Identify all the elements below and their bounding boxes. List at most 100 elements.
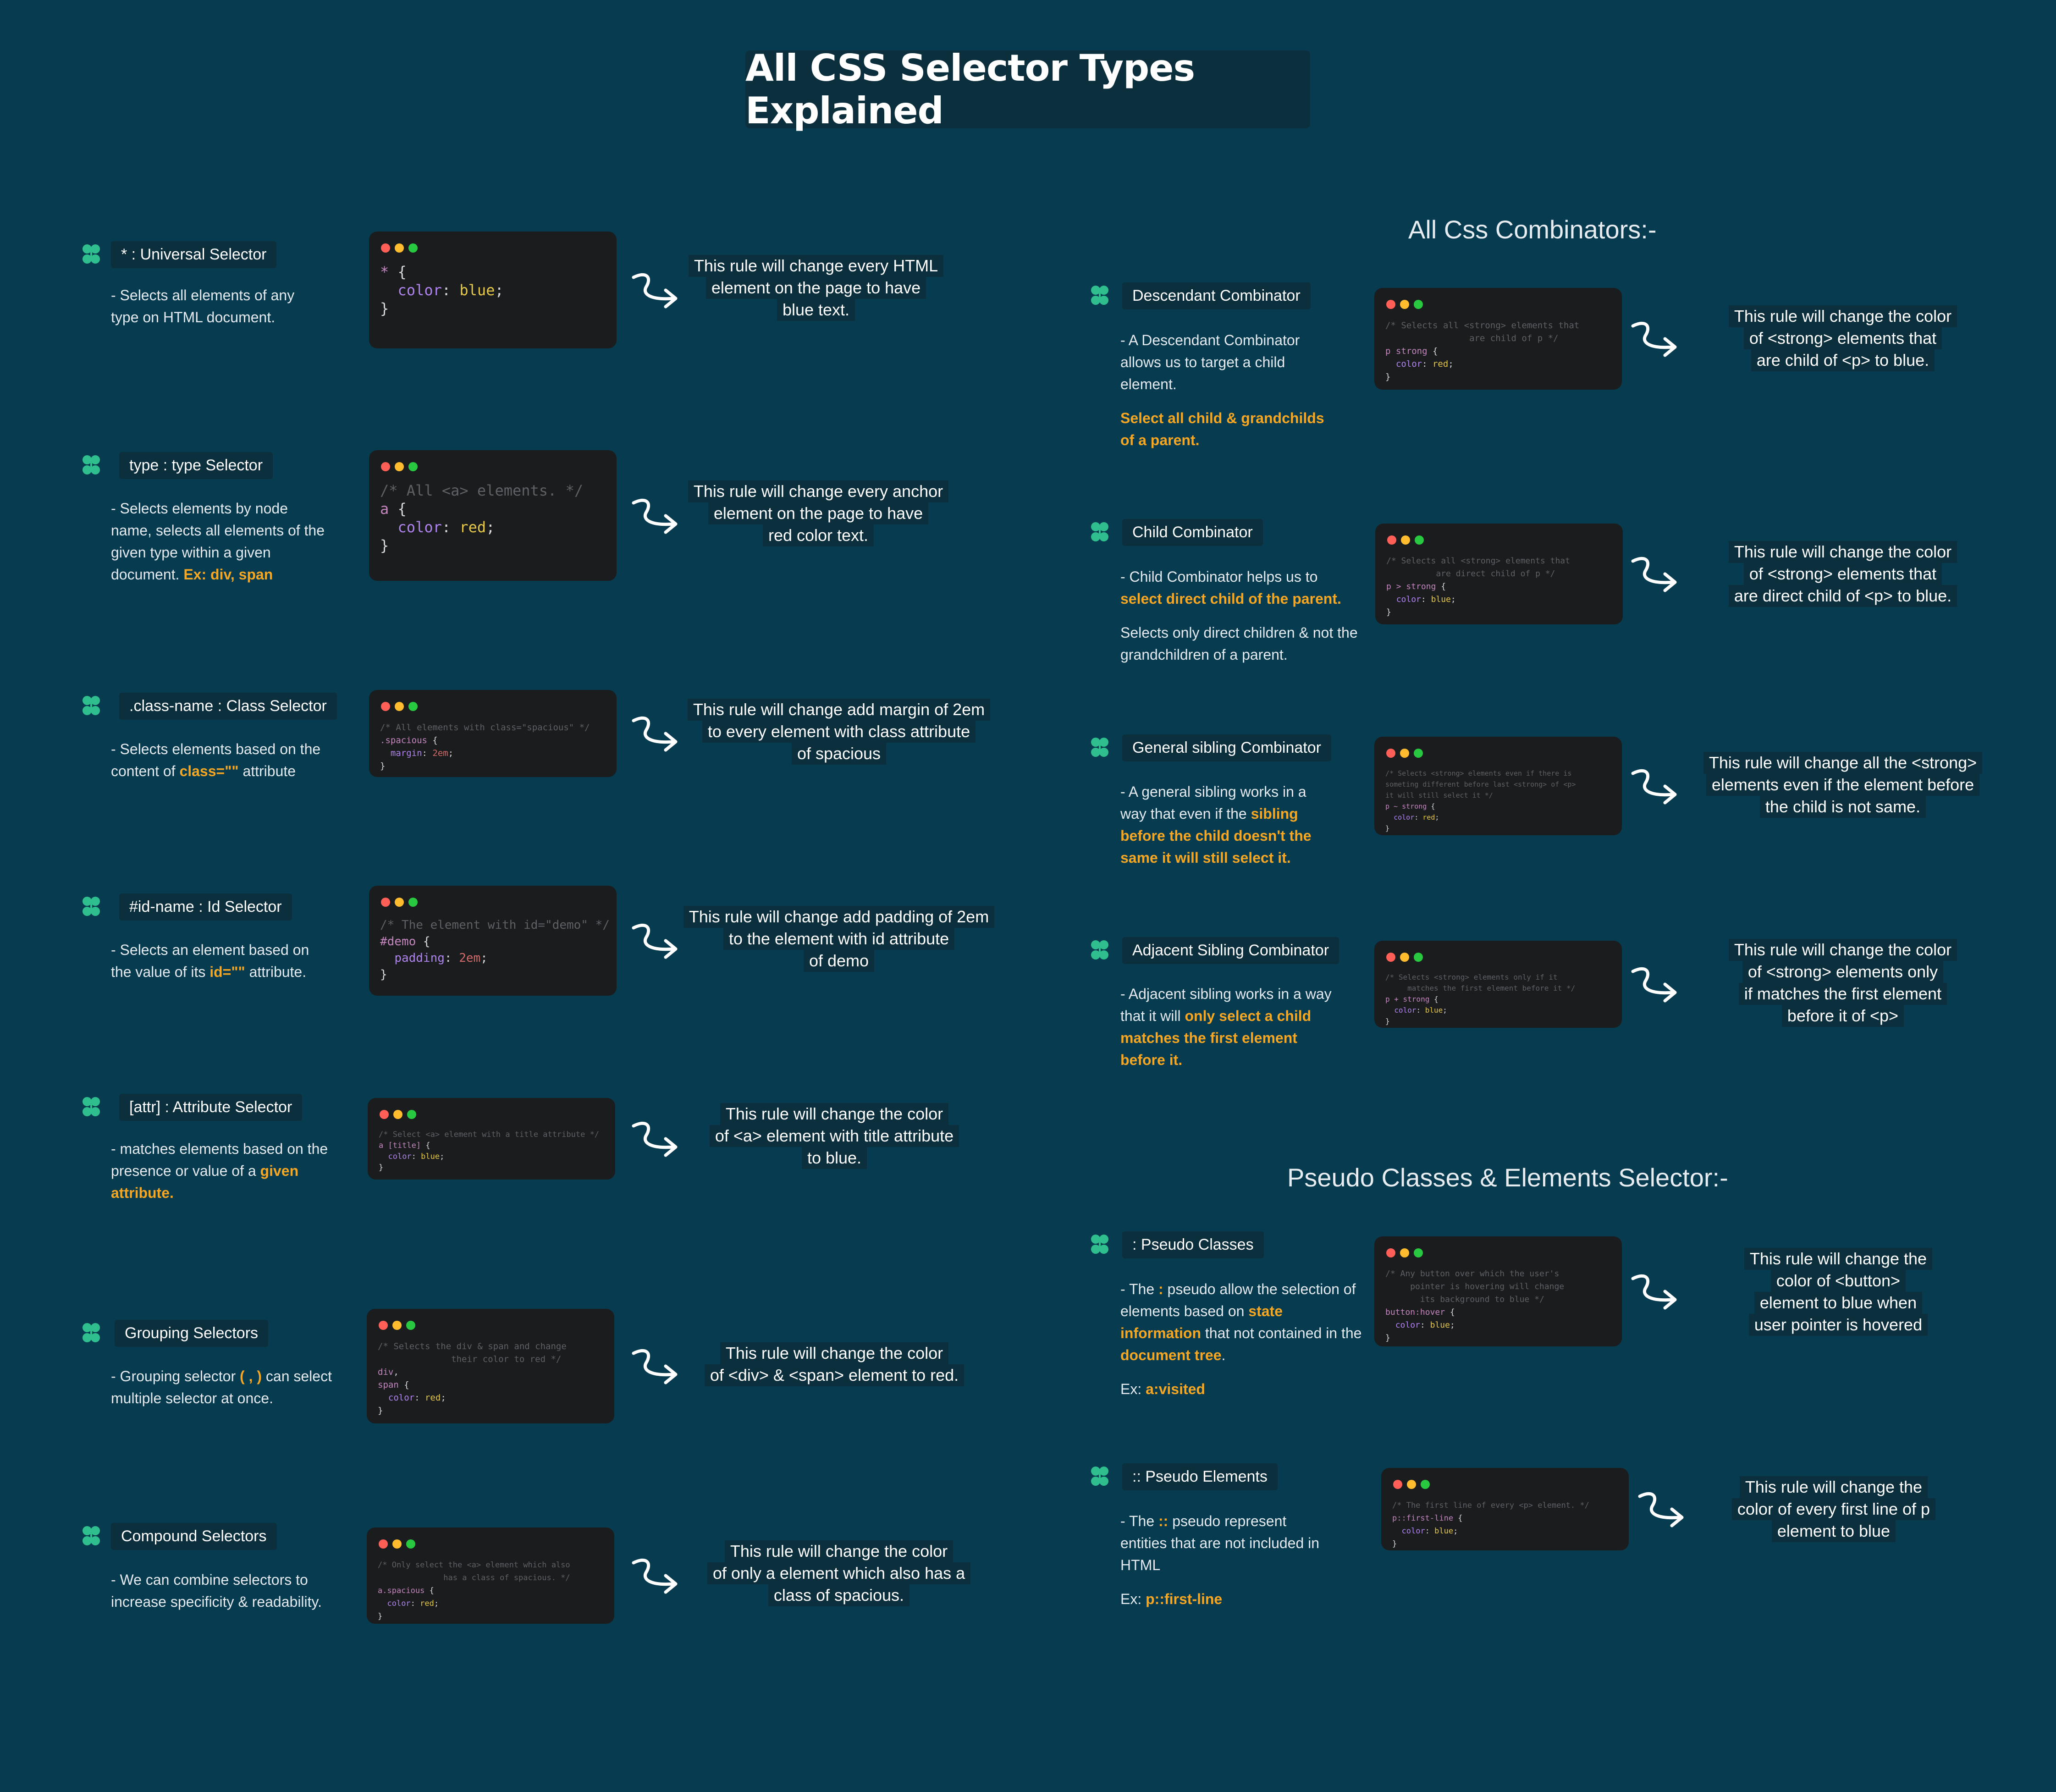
code-snippet-window: /* All <a> elements. */ a { color: red; …	[369, 450, 617, 581]
curved-arrow-icon	[1627, 1268, 1682, 1314]
traffic-light-dots-icon	[381, 898, 418, 907]
curved-arrow-icon	[628, 1116, 683, 1162]
code-text: /* Only select the <a> element which als…	[378, 1559, 570, 1623]
result-line: red color text.	[762, 524, 874, 546]
result-line: element on the page to have	[708, 502, 929, 524]
selector-description: - The : pseudo allow the selection of el…	[1120, 1278, 1363, 1412]
code-line: /* All <a> elements. */	[380, 482, 584, 499]
highlight-text: only select a child matches the first el…	[1120, 1008, 1312, 1068]
curved-arrow-icon	[1627, 763, 1682, 809]
code-line: color: blue;	[1394, 1006, 1447, 1015]
code-line: /* The element with id="demo" */	[380, 918, 610, 932]
result-line: of <strong> elements that	[1743, 563, 1942, 585]
code-snippet-window: /* The element with id="demo" */ #demo {…	[369, 886, 617, 996]
code-text: /* Selects all <strong> elements that ar…	[1386, 555, 1570, 619]
code-line: }	[378, 1612, 383, 1621]
result-line: This rule will change add padding of 2em	[683, 906, 995, 928]
highlight-text: ( , )	[240, 1368, 262, 1384]
minimize-dot-icon	[1400, 300, 1409, 309]
minimize-dot-icon	[1400, 1248, 1409, 1257]
minimize-dot-icon	[393, 1110, 402, 1119]
selector-description: - matches elements based on the presence…	[111, 1138, 336, 1216]
description-text: that not contained in the	[1201, 1325, 1362, 1341]
code-line: }	[1392, 1539, 1397, 1549]
traffic-light-dots-icon	[381, 243, 418, 253]
code-line: /* Selects <strong> elements only if it	[1385, 973, 1558, 981]
close-dot-icon	[379, 1321, 388, 1330]
code-line: color: blue;	[1395, 1320, 1455, 1330]
traffic-light-dots-icon	[1386, 1248, 1423, 1257]
minimize-dot-icon	[1401, 535, 1410, 545]
code-snippet-window: /* The first line of every <p> element. …	[1381, 1468, 1629, 1550]
code-text: /* Select <a> element with a title attri…	[379, 1129, 599, 1173]
code-line: a {	[380, 500, 407, 518]
description-text: - Selects elements by node name, selects…	[111, 500, 325, 583]
selector-label: Child Combinator	[1122, 519, 1263, 546]
highlight-text: Select all child & grandchilds of a pare…	[1120, 410, 1324, 448]
result-line: the child is not same.	[1759, 796, 1926, 818]
close-dot-icon	[1386, 300, 1395, 309]
selector-description: - A Descendant Combinator allows us to t…	[1120, 329, 1340, 463]
maximize-dot-icon	[408, 243, 418, 253]
code-snippet-window: /* Selects all <strong> elements that ar…	[1374, 288, 1622, 390]
result-line: This rule will change the color	[720, 1342, 949, 1364]
result-line: to every element with class attribute	[702, 721, 976, 743]
result-line: element to blue	[1771, 1520, 1896, 1542]
result-line: This rule will change the color	[1728, 305, 1957, 327]
result-line: This rule will change every HTML	[688, 255, 944, 277]
selector-label: * : Universal Selector	[111, 241, 277, 268]
result-line: blue text.	[777, 299, 855, 321]
clover-icon	[79, 694, 104, 718]
maximize-dot-icon	[406, 1539, 415, 1549]
curved-arrow-icon	[1627, 961, 1682, 1007]
code-line: * {	[380, 263, 407, 281]
code-text: /* Any button over which the user's poin…	[1385, 1268, 1564, 1345]
selector-label: Descendant Combinator	[1122, 282, 1311, 309]
clover-icon	[79, 1095, 104, 1119]
traffic-light-dots-icon	[1387, 535, 1424, 545]
selector-description: - A general sibling works in a way that …	[1120, 781, 1336, 881]
code-line: #demo {	[380, 935, 430, 948]
close-dot-icon	[1386, 749, 1395, 758]
result-line: to the element with id attribute	[723, 928, 955, 950]
result-line: are child of <p> to blue.	[1751, 349, 1935, 371]
code-text: /* Selects the div & span and change the…	[378, 1340, 567, 1417]
clover-icon	[1087, 1464, 1112, 1489]
maximize-dot-icon	[1414, 749, 1423, 758]
description-text: - Child Combinator helps us to	[1120, 568, 1318, 585]
code-line: color: red;	[1395, 359, 1454, 369]
code-line: /* Selects all <strong> elements that	[1385, 320, 1580, 331]
close-dot-icon	[379, 1539, 388, 1549]
traffic-light-dots-icon	[380, 1110, 416, 1119]
description-text: - We can combine selectors to increase s…	[111, 1571, 322, 1610]
code-line: /* Select <a> element with a title attri…	[379, 1130, 600, 1139]
combinators-heading: All Css Combinators:-	[1408, 215, 1657, 244]
code-line: color: red;	[387, 1599, 439, 1608]
minimize-dot-icon	[395, 243, 404, 253]
highlight-text: sibling before the child doesn't the sam…	[1120, 805, 1312, 866]
clover-icon	[1087, 1232, 1112, 1257]
traffic-light-dots-icon	[1386, 749, 1423, 758]
result-line: of demo	[803, 950, 875, 972]
highlight-text: :	[1158, 1281, 1163, 1297]
highlight-text: given attribute.	[111, 1163, 299, 1201]
highlight-text: state information	[1120, 1303, 1283, 1341]
maximize-dot-icon	[406, 1321, 415, 1330]
code-line: p + strong {	[1385, 995, 1439, 1004]
selector-label: [attr] : Attribute Selector	[119, 1094, 303, 1121]
result-line: This rule will change the	[1744, 1248, 1933, 1270]
code-line: color: red;	[388, 1393, 446, 1403]
clover-icon	[1087, 520, 1112, 545]
curved-arrow-icon	[628, 711, 683, 756]
minimize-dot-icon	[395, 898, 404, 907]
selector-description: - Selects an element based on the value …	[111, 939, 331, 995]
code-text: /* Selects <strong> elements only if it …	[1385, 972, 1575, 1027]
code-text: /* All <a> elements. */ a { color: red; …	[380, 481, 583, 555]
selector-description: - Adjacent sibling works in a way that i…	[1120, 983, 1336, 1083]
description-text: - Adjacent sibling works in a way that i…	[1120, 986, 1332, 1024]
code-line: has a class of spacious. */	[378, 1573, 570, 1582]
